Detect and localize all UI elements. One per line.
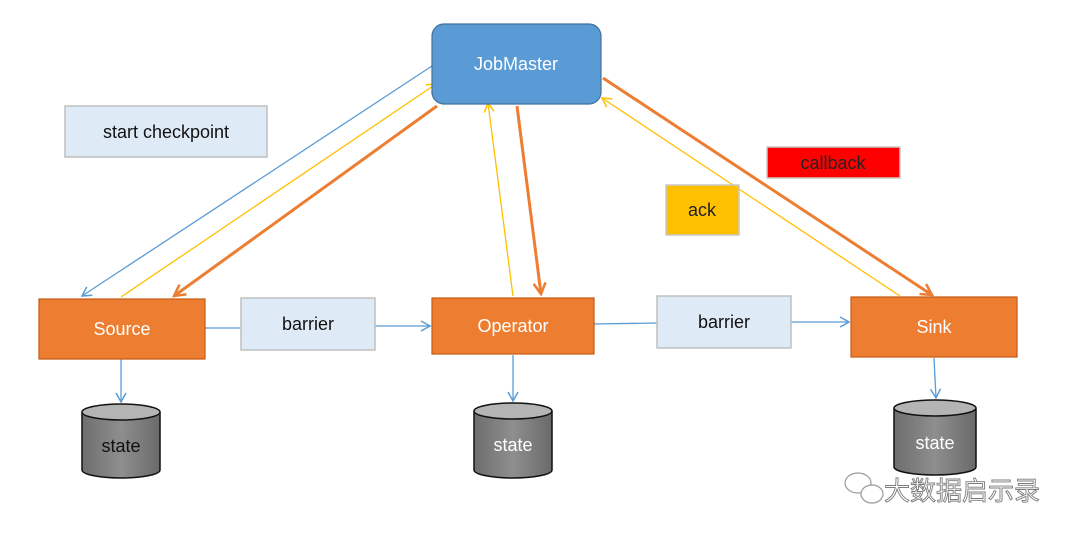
edge-sink-state (929, 357, 942, 400)
watermark: 大数据启示录 (844, 472, 1040, 506)
sink-node: Sink (850, 296, 1018, 358)
callback-label-box: callback (766, 146, 901, 179)
barrier-box-1: barrier (240, 297, 376, 351)
jobmaster-node: JobMaster (431, 23, 602, 105)
barrier-box-2: barrier (656, 295, 792, 349)
ack-label-box: ack (665, 184, 740, 236)
source-label: Source (93, 319, 150, 339)
sink-state-database-icon: state (893, 399, 977, 476)
sink-label: Sink (916, 317, 952, 337)
ack-label: ack (688, 200, 717, 220)
operator-state-database-icon: state (473, 402, 553, 479)
barrier-label-1: barrier (282, 314, 334, 334)
start-checkpoint-label-box: start checkpoint (64, 105, 268, 158)
operator-label: Operator (477, 316, 548, 336)
wechat-icon (844, 472, 884, 504)
edges (80, 65, 942, 404)
edge-source-ack (120, 83, 438, 298)
edge-sink-ack (600, 97, 901, 297)
operator-node: Operator (431, 297, 595, 355)
edge-jobmaster-to-source (80, 65, 433, 297)
sink-state-label: state (915, 433, 954, 453)
edge-operator-barrier (593, 322, 658, 325)
callback-label: callback (800, 153, 866, 173)
source-state-database-icon: state (81, 403, 161, 479)
operator-state-label: state (493, 435, 532, 455)
jobmaster-label: JobMaster (474, 54, 558, 74)
edge-operator-ack (483, 101, 514, 297)
start-checkpoint-label: start checkpoint (103, 122, 229, 142)
watermark-text: 大数据启示录 (884, 476, 1040, 506)
barrier-label-2: barrier (698, 312, 750, 332)
source-state-label: state (101, 436, 140, 456)
source-node: Source (38, 298, 206, 360)
edge-callback-sink (602, 76, 932, 295)
edge-callback-operator (515, 105, 541, 294)
edge-callback-source (174, 104, 438, 296)
